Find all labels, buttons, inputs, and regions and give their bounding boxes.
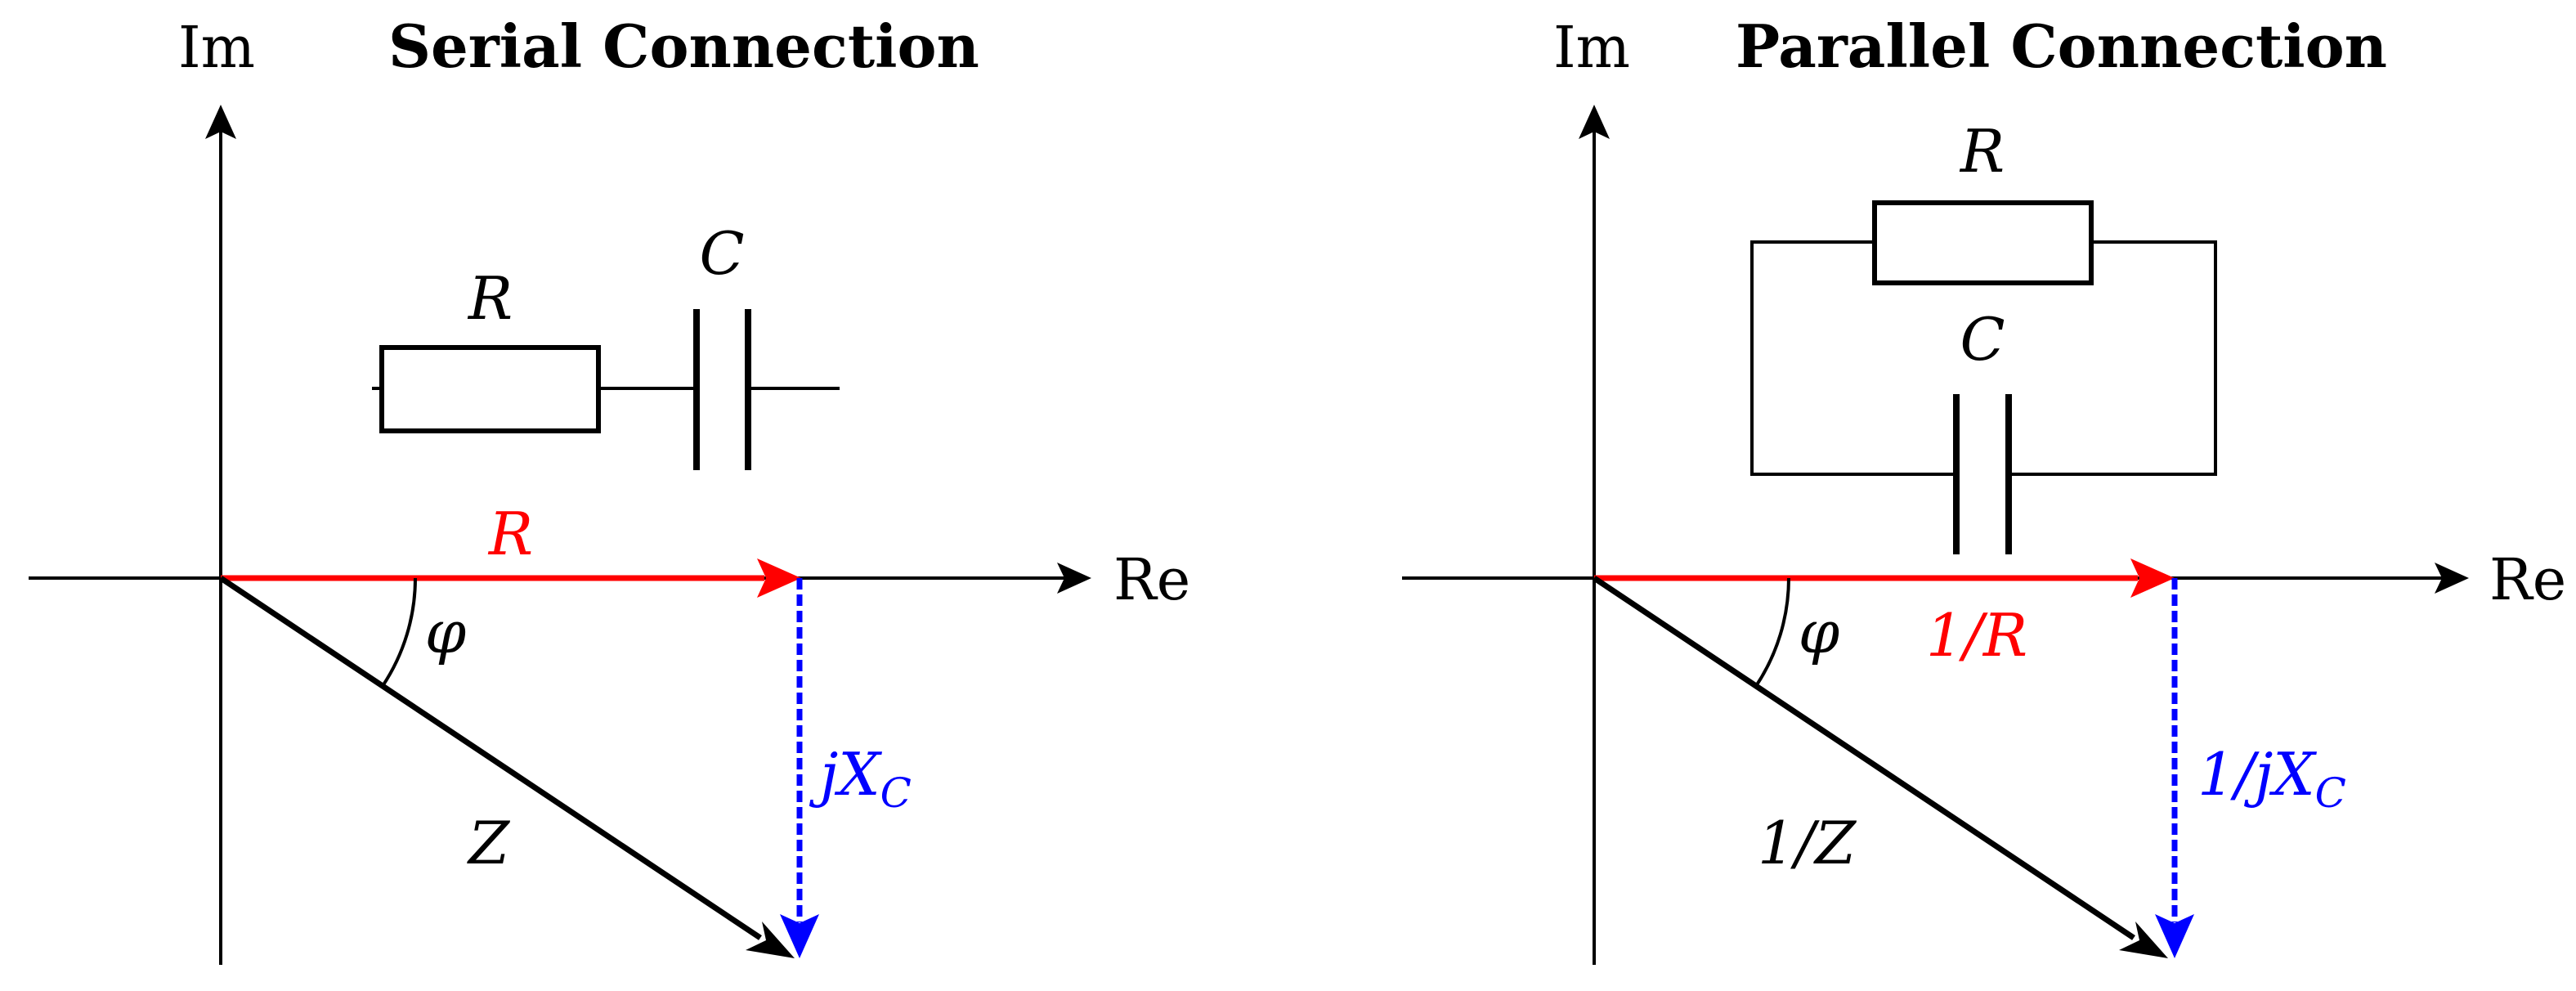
parallel-impedance-label: 1/Z (1758, 809, 1857, 877)
parallel-imag-vector-arrowhead (2155, 914, 2194, 958)
serial-impedance-vector (219, 576, 762, 940)
parallel-capacitor-label: C (1960, 305, 2005, 374)
serial-imag-vector-arrowhead (780, 914, 819, 958)
parallel-axis-re-label: Re (2489, 546, 2566, 613)
serial-imag-label-sub: C (880, 769, 912, 817)
serial-resistor-label: R (467, 264, 513, 333)
serial-impedance-vector-arrowhead (746, 921, 795, 958)
serial-imag-label-main: jX (809, 740, 882, 809)
serial-impedance-label: Z (467, 809, 511, 877)
parallel-angle-arc (1754, 577, 1790, 688)
parallel-real-vector-arrowhead (2130, 558, 2175, 598)
serial-imag-vector-label: jXC (809, 740, 912, 817)
serial-title: Serial Connection (388, 11, 979, 81)
parallel-imag-label-main: 1/jX (2197, 740, 2317, 809)
serial-angle-label: φ (425, 598, 467, 666)
serial-imag-axis-arrowhead (205, 105, 236, 139)
serial-capacitor-label: C (699, 219, 744, 288)
parallel-imag-axis-arrowhead (1579, 105, 1610, 139)
parallel-title: Parallel Connection (1736, 11, 2387, 81)
parallel-impedance-vector (1593, 576, 2135, 940)
serial-real-vector-arrowhead (757, 558, 801, 598)
serial-resistor (379, 345, 601, 433)
parallel-real-vector-label: 1/R (1926, 601, 2027, 670)
parallel-imag-vector-label: 1/jXC (2197, 740, 2346, 817)
serial-angle-arc (381, 577, 417, 688)
serial-real-vector-label: R (487, 500, 533, 568)
parallel-angle-label: φ (1799, 598, 1840, 666)
serial-panel: Im Re Serial Connection R C R jXC Z φ (29, 11, 1190, 965)
svg-text:jXC: jXC (809, 740, 912, 817)
parallel-resistor-label: R (1959, 117, 2005, 186)
parallel-panel: Im Re Parallel Connection R C 1/R 1/jXC … (1402, 11, 2566, 965)
parallel-axis-im-label: Im (1553, 14, 1630, 81)
serial-real-axis-arrowhead (1057, 563, 1091, 594)
parallel-imag-label-sub: C (2315, 769, 2346, 817)
parallel-impedance-vector-arrowhead (2119, 921, 2168, 958)
serial-axis-im-label: Im (178, 14, 255, 81)
parallel-resistor (1872, 200, 2094, 285)
serial-axis-re-label: Re (1113, 546, 1190, 613)
parallel-real-axis-arrowhead (2435, 563, 2469, 594)
svg-text:1/jXC: 1/jXC (2197, 740, 2346, 817)
